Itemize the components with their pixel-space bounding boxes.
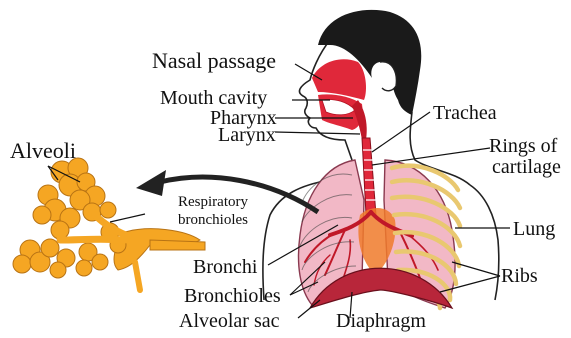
label-lung: Lung bbox=[513, 219, 555, 239]
label-trachea: Trachea bbox=[433, 103, 497, 123]
label-cartilage: cartilage bbox=[492, 157, 561, 177]
label-bronchioles: Bronchioles bbox=[184, 286, 281, 306]
label-ribs: Ribs bbox=[501, 266, 538, 286]
label-bronchioles-resp: bronchioles bbox=[178, 213, 248, 228]
label-diaphragm: Diaphragm bbox=[336, 311, 426, 331]
label-alveoli: Alveoli bbox=[10, 140, 76, 162]
label-alveolar-sac: Alveolar sac bbox=[179, 311, 280, 331]
label-rings-of: Rings of bbox=[489, 136, 557, 156]
label-respiratory: Respiratory bbox=[178, 195, 248, 210]
label-larynx: Larynx bbox=[218, 125, 276, 145]
label-nasal-passage: Nasal passage bbox=[152, 50, 276, 72]
label-mouth-cavity: Mouth cavity bbox=[160, 88, 267, 108]
label-bronchi: Bronchi bbox=[193, 257, 257, 277]
